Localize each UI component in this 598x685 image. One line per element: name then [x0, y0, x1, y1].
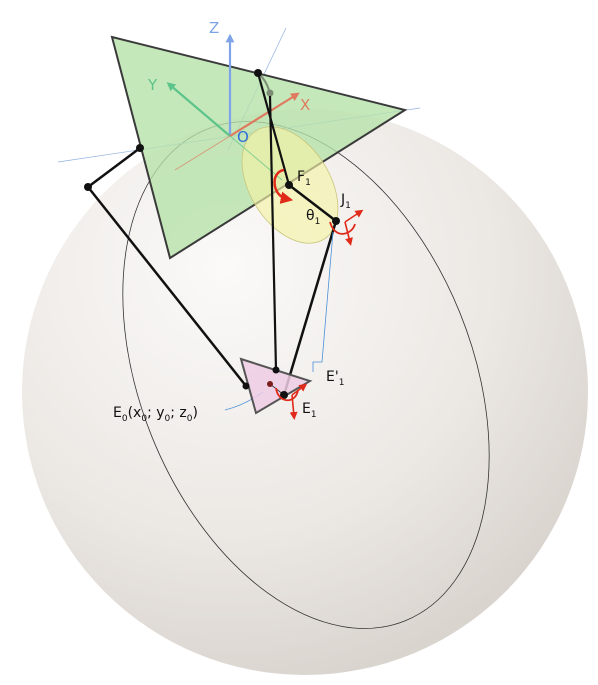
joint-j1	[332, 217, 340, 225]
z-axis-label: Z	[209, 19, 219, 37]
joint-effector-top	[272, 366, 280, 374]
joint-f1	[285, 181, 293, 189]
x-axis	[229, 92, 300, 137]
rotation-icon-e1	[275, 383, 308, 420]
x-axis-label: X	[300, 96, 310, 114]
joint-e1	[280, 391, 288, 399]
label-e1-prime: E'1	[326, 369, 344, 388]
x-axis-negative	[174, 135, 231, 171]
joint-left-elbow	[84, 183, 92, 191]
joint-effector-left	[242, 382, 250, 390]
arm-link-vertical	[268, 95, 278, 371]
origin-label: O	[237, 128, 249, 146]
y-axis	[166, 82, 231, 137]
label-theta1: θ1	[306, 208, 320, 227]
label-e1: E1	[302, 401, 317, 420]
workspace-sphere	[22, 109, 588, 675]
joint-base-top	[254, 69, 262, 77]
arm-link-j1-e1	[282, 220, 338, 396]
arm-link-top	[256, 72, 291, 186]
effector-center-point	[267, 381, 273, 387]
y-axis-label: Y	[147, 76, 158, 94]
label-j1: J1	[340, 192, 351, 211]
label-e0-coordinates: E0(x0; y0; z0)	[113, 405, 198, 424]
joint-base-left	[136, 144, 144, 152]
upper-joint-grey	[266, 89, 274, 97]
label-f1: F1	[297, 169, 311, 188]
y-axis-negative	[229, 135, 283, 181]
projection-line	[312, 231, 334, 372]
rotation-icon-j1	[329, 209, 364, 246]
arm-link-f1-j1	[288, 184, 337, 222]
rotation-icon-f1	[273, 168, 294, 204]
